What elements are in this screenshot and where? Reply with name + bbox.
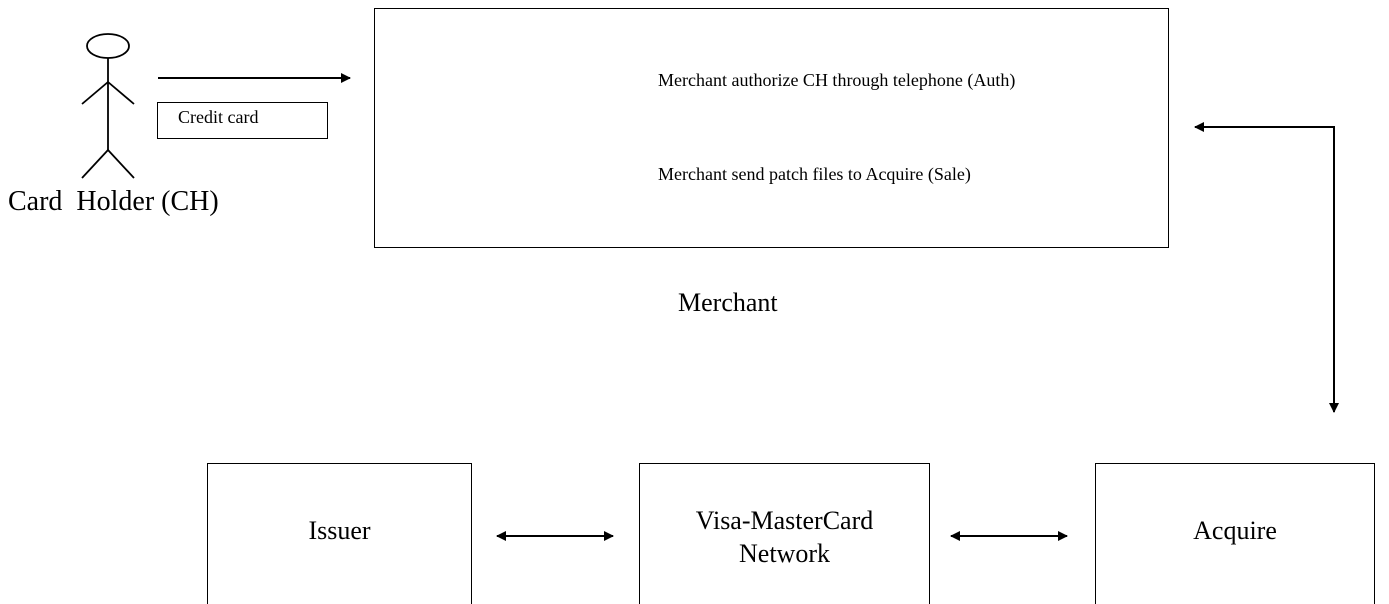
merchant-auth-text: Merchant authorize CH through telephone … xyxy=(658,70,1016,90)
merchant-sale-text: Merchant send patch files to Acquire (Sa… xyxy=(658,164,971,184)
credit-card-label: Credit card xyxy=(178,107,259,127)
network-box: Visa-MasterCard Network xyxy=(639,463,930,604)
issuer-label: Issuer xyxy=(308,516,371,545)
card-holder-label: Card Holder (CH) xyxy=(8,186,219,217)
acquire-box: Acquire xyxy=(1095,463,1375,604)
network-label-line2: Network xyxy=(739,539,830,568)
merchant-acquire-arrow xyxy=(1194,122,1339,413)
card-holder-actor-icon xyxy=(81,33,135,179)
credit-card-box: Credit card xyxy=(157,102,328,139)
acquire-label: Acquire xyxy=(1193,516,1277,545)
merchant-box xyxy=(374,8,1169,248)
network-label-line1: Visa-MasterCard xyxy=(695,506,874,535)
merchant-label: Merchant xyxy=(678,288,778,317)
issuer-box: Issuer xyxy=(207,463,472,604)
